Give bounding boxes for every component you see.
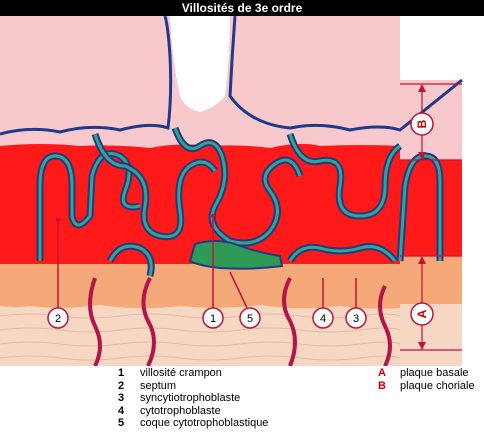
decidua-layer <box>0 261 400 309</box>
placenta-diagram: 2 1 5 4 3 B A <box>0 15 484 367</box>
stem-top-arc <box>170 16 230 76</box>
svg-text:B: B <box>415 119 429 128</box>
chorionic-membrane <box>0 15 173 136</box>
chorionic-membrane-right <box>228 15 463 132</box>
chorionic-region <box>0 16 400 148</box>
svg-text:1: 1 <box>210 313 216 325</box>
svg-text:3: 3 <box>353 313 359 325</box>
vessels <box>88 277 392 367</box>
anchor-dot-1 <box>211 214 215 218</box>
marker-B: B <box>410 112 434 136</box>
right-layer-orange <box>400 256 462 304</box>
placenta-svg: 2 1 5 4 3 B A <box>0 15 484 367</box>
svg-text:2: 2 <box>55 313 61 325</box>
villous-membranes <box>36 126 444 277</box>
marker-4: 4 <box>312 307 334 329</box>
marker-3: 3 <box>345 307 367 329</box>
marker-1: 1 <box>202 307 224 329</box>
diagram-title: Villosités de 3e ordre <box>181 1 303 15</box>
svg-text:4: 4 <box>320 313 326 325</box>
marker-5: 5 <box>239 307 261 329</box>
title-bar: Villosités de 3e ordre <box>0 0 484 16</box>
svg-text:A: A <box>415 309 429 318</box>
marker-A: A <box>410 302 434 326</box>
marker-2: 2 <box>47 307 69 329</box>
anchor-dot-2 <box>56 218 60 222</box>
leader-lines <box>57 216 357 311</box>
svg-text:5: 5 <box>247 313 253 325</box>
dimension-arrows <box>418 84 426 350</box>
